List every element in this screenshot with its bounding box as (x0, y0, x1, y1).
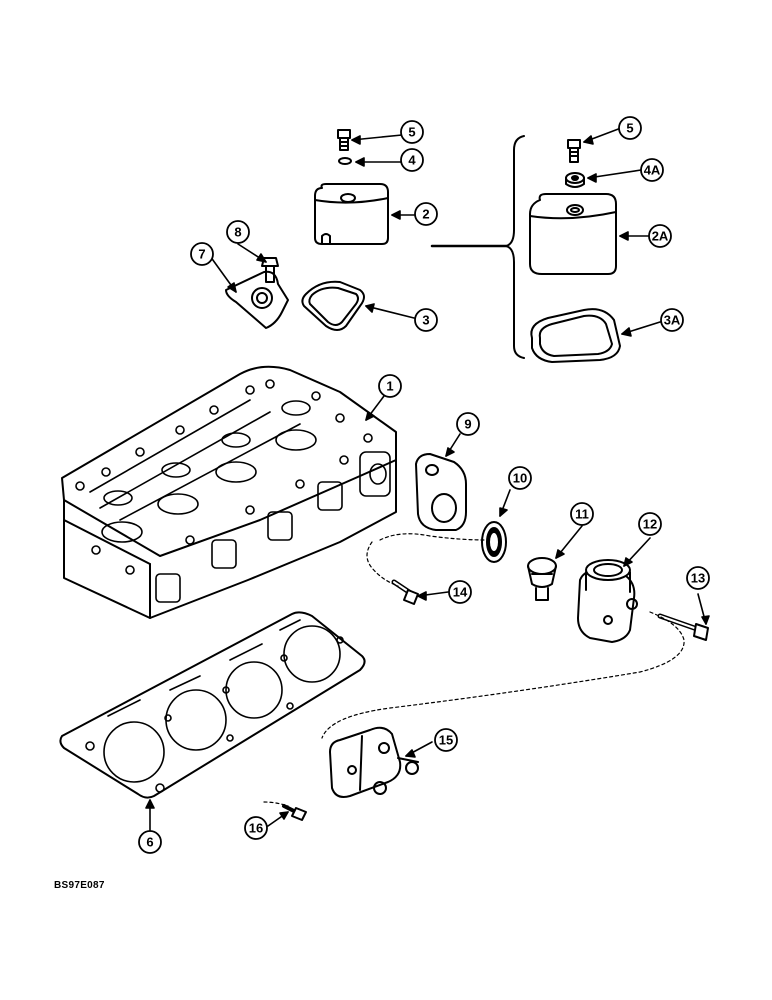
callout-circle (508, 466, 532, 490)
callout-label: 4 (408, 153, 416, 168)
callout-circle (378, 374, 402, 398)
connector-gasket-part (415, 453, 467, 531)
leader-lines (145, 127, 710, 831)
callout-label: 12 (643, 517, 657, 532)
callout-label: 10 (513, 471, 527, 486)
bolt-part (337, 129, 351, 151)
callout-label: 16 (249, 821, 263, 836)
callout-label: 9 (464, 417, 471, 432)
callout-c4a: 4A (640, 158, 664, 182)
callout-circle (648, 224, 672, 248)
callout-c2: 2 (414, 202, 438, 226)
option-bracket (505, 135, 525, 359)
callout-circle (414, 308, 438, 332)
grommet-part (565, 172, 585, 188)
callout-circle (190, 242, 214, 266)
callout-label: 2 (422, 207, 429, 222)
valve-cover-part (529, 193, 617, 275)
callout-label: 5 (626, 121, 633, 136)
callout-c15: 15 (434, 728, 458, 752)
callout-c10: 10 (508, 466, 532, 490)
callout-label: 6 (146, 835, 153, 850)
bolt-part (282, 804, 307, 821)
callout-label: 14 (453, 585, 468, 600)
thermostat-housing-part (577, 559, 638, 643)
callout-circle (244, 816, 268, 840)
cover-gasket-part (530, 308, 621, 363)
bracket-part (225, 270, 289, 329)
bolt-part (261, 257, 279, 283)
callout-circle (138, 830, 162, 854)
callout-c13: 13 (686, 566, 710, 590)
callout-c5l: 5 (400, 120, 424, 144)
callout-c3a: 3A (660, 308, 684, 332)
figure-code: BS97E087 (54, 880, 105, 891)
callout-c16: 16 (244, 816, 268, 840)
head-gasket-part (59, 611, 366, 799)
bolt-part (567, 139, 581, 163)
callout-circle (660, 308, 684, 332)
callout-circle (400, 148, 424, 172)
callout-c4: 4 (400, 148, 424, 172)
callout-circle (434, 728, 458, 752)
callout-c2a: 2A (648, 224, 672, 248)
callout-label: 2A (652, 229, 669, 244)
callout-c12: 12 (638, 512, 662, 536)
callout-circle (448, 580, 472, 604)
callout-circle (570, 502, 594, 526)
callout-c9: 9 (456, 412, 480, 436)
callout-label: 8 (234, 225, 241, 240)
callout-label: 1 (386, 379, 393, 394)
callout-label: 4A (644, 163, 661, 178)
callout-label: 3A (664, 313, 681, 328)
callout-circle (456, 412, 480, 436)
callout-label: 3 (422, 313, 429, 328)
callout-c5r: 5 (618, 116, 642, 140)
callout-circle (640, 158, 664, 182)
callout-label: 5 (408, 125, 415, 140)
callout-circle (618, 116, 642, 140)
callout-label: 11 (575, 507, 589, 522)
callout-c8: 8 (226, 220, 250, 244)
cover-seal-part (301, 280, 365, 331)
callout-c6: 6 (138, 830, 162, 854)
callout-circle (414, 202, 438, 226)
callout-label: 7 (198, 247, 205, 262)
thermostat-part (527, 557, 557, 601)
washer-part (338, 157, 352, 165)
assembly-lines (263, 533, 685, 807)
callout-label: 13 (691, 571, 705, 586)
callout-c14: 14 (448, 580, 472, 604)
callout-circle (638, 512, 662, 536)
callout-c7: 7 (190, 242, 214, 266)
valve-cover-part (314, 183, 389, 245)
callout-c11: 11 (570, 502, 594, 526)
callout-circle (226, 220, 250, 244)
bolt-part (391, 579, 419, 605)
callout-c1: 1 (378, 374, 402, 398)
callout-circle (686, 566, 710, 590)
callout-c3: 3 (414, 308, 438, 332)
thermostat-seal-part (481, 521, 507, 563)
cylinder-head-part (61, 365, 397, 619)
callout-circle (400, 120, 424, 144)
bolt-part (657, 613, 709, 641)
lifting-bracket-part (329, 726, 419, 798)
callout-label: 15 (439, 733, 453, 748)
